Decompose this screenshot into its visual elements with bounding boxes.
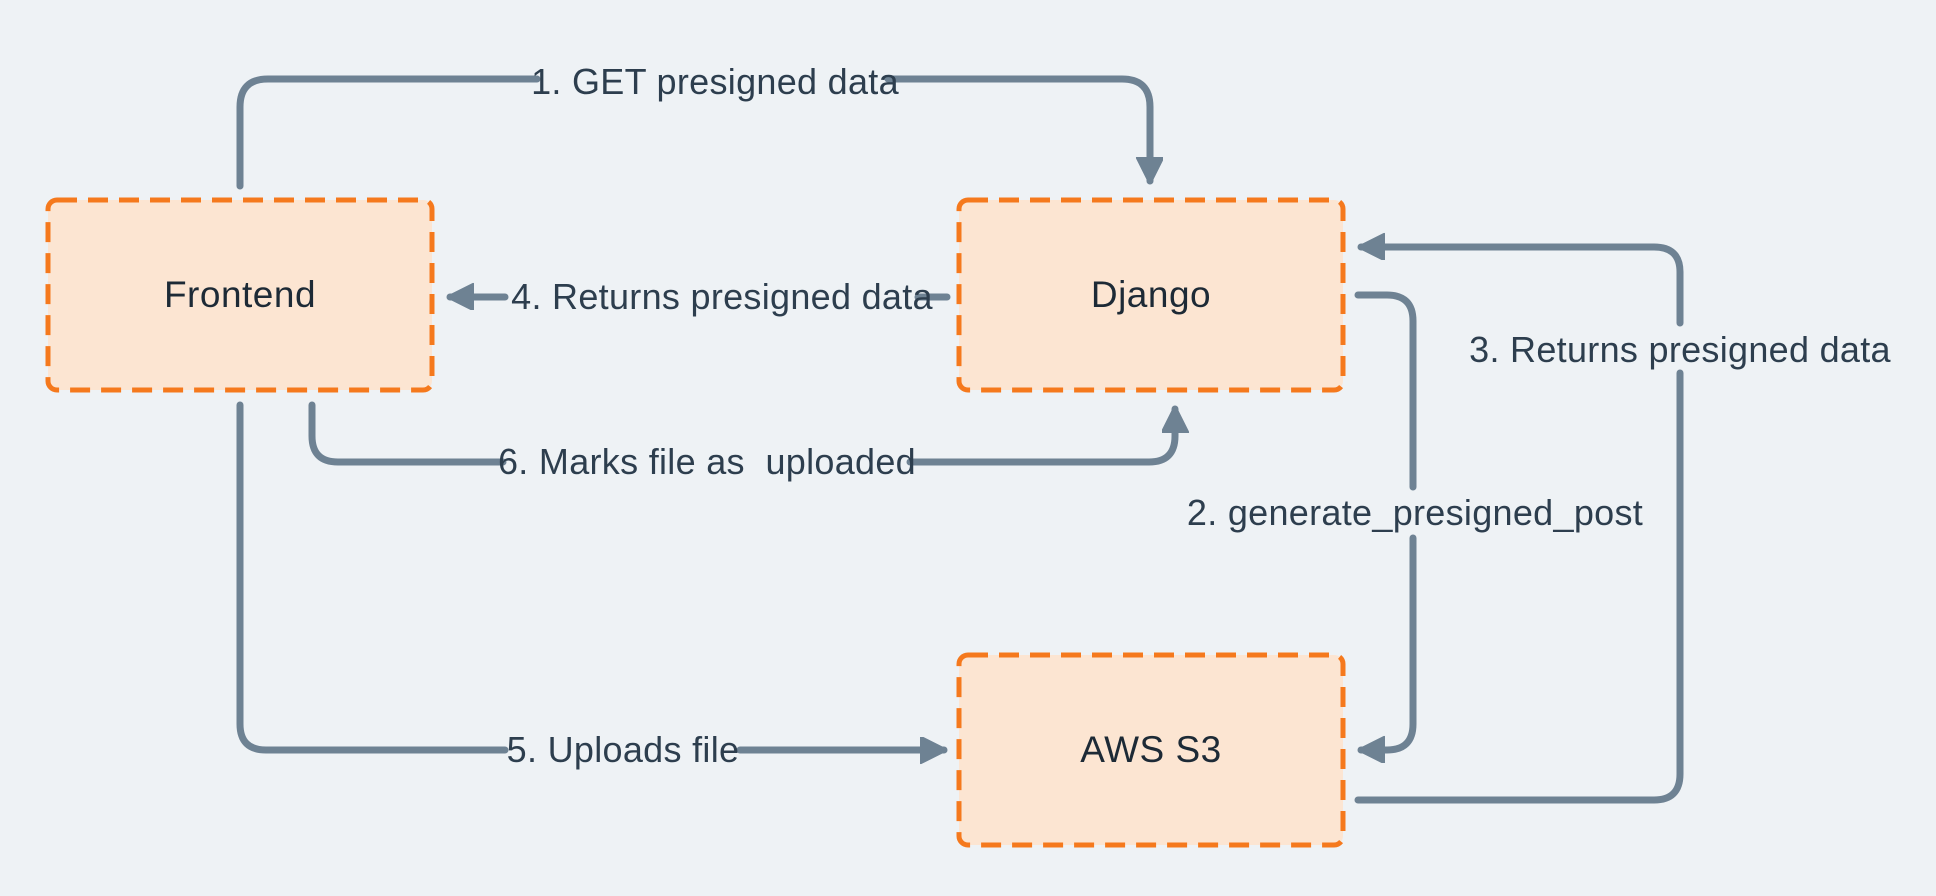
node-label-django: Django (1090, 274, 1212, 315)
arrow-6-segment-b (906, 405, 1175, 466)
flow-label-2-generate-presigned-post: 2. generate_presigned_post (1186, 492, 1644, 533)
arrow-6-segment-a (308, 401, 507, 466)
arrow-1-segment-b (884, 75, 1150, 185)
django-box (956, 197, 1346, 393)
flow-label-6-marks-file-as-uploaded: 6. Marks file as uploaded (497, 441, 917, 482)
flow-label-4-returns-presigned-data: 4. Returns presigned data (511, 276, 933, 317)
frontend-box (45, 197, 435, 393)
arrow-2-segment-b (1357, 534, 1417, 750)
flow-label-1-get-presigned-data: 1. GET presigned data (531, 61, 899, 102)
node-label-frontend: Frontend (163, 274, 317, 315)
node-boxes (45, 197, 1346, 848)
arrow-2-segment-a (1354, 291, 1417, 491)
arrow-3-segment-b (1357, 247, 1684, 327)
aws-s3-box (956, 652, 1346, 848)
arrow-3-segment-a (1354, 369, 1684, 804)
arrow-5-segment-a (236, 401, 509, 754)
node-label-aws-s3: AWS S3 (1080, 729, 1222, 770)
flow-label-5-uploads-file: 5. Uploads file (506, 729, 740, 770)
arrow-1-segment-a (236, 75, 541, 190)
flow-label-3-returns-presigned-data: 3. Returns presigned data (1469, 329, 1891, 370)
flow-arrows (236, 75, 1684, 804)
